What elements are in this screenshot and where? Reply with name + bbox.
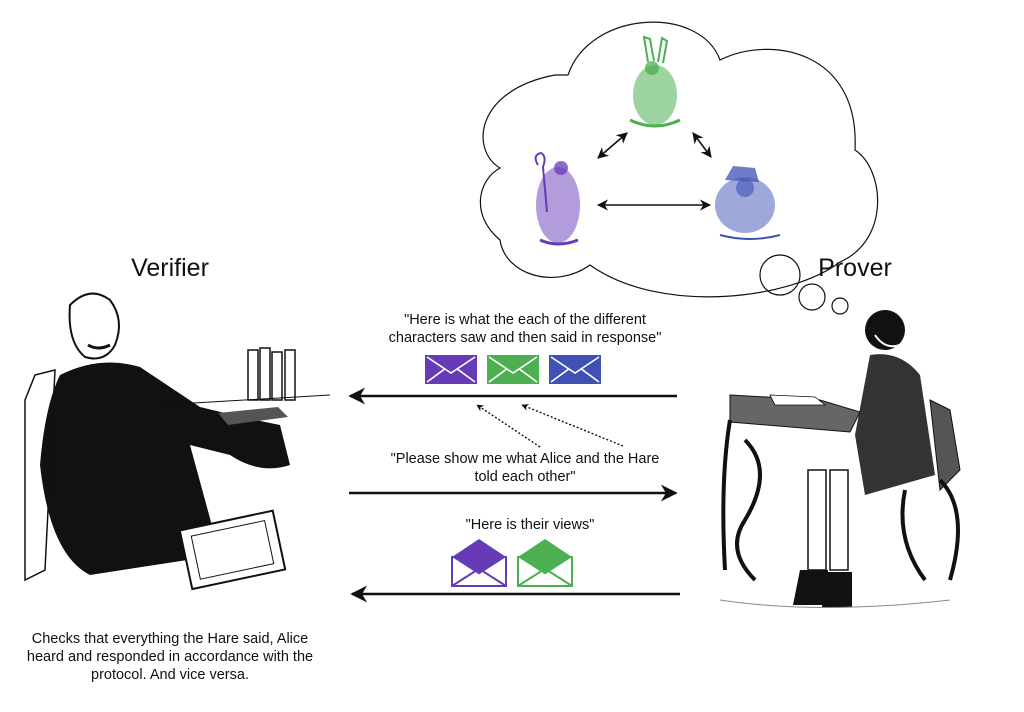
arrow-alice-rabbit bbox=[597, 132, 628, 159]
caption-line: Checks that everything the Hare said, Al… bbox=[31, 631, 309, 647]
thought-bubble-small bbox=[831, 297, 849, 315]
message-line: "Please show me what Alice and the Hare bbox=[390, 451, 660, 467]
arrow-rabbit-hatter bbox=[692, 132, 712, 158]
envelope-open-icon bbox=[517, 539, 573, 587]
dotted-arrow-hare bbox=[521, 404, 624, 447]
verifier-illustration bbox=[24, 292, 331, 591]
dotted-arrow-alice bbox=[476, 404, 541, 448]
prover-label: Prover bbox=[818, 254, 892, 282]
message-line: told each other" bbox=[474, 469, 576, 485]
envelope-closed-icon bbox=[487, 355, 539, 384]
prover-illustration bbox=[719, 310, 961, 608]
message-line: "Here is their views" bbox=[465, 517, 595, 533]
verifier-label: Verifier bbox=[131, 254, 209, 282]
caption-line: heard and responded in accordance with t… bbox=[26, 649, 314, 665]
thought-bubble-large bbox=[759, 254, 801, 296]
message-response-1: "Here is what the each of the different … bbox=[330, 311, 720, 347]
thought-cloud bbox=[479, 21, 879, 298]
verifier-caption: Checks that everything the Hare said, Al… bbox=[10, 630, 330, 684]
envelope-closed-icon bbox=[549, 355, 601, 384]
alice-illustration bbox=[534, 151, 580, 246]
message-line: characters saw and then said in response… bbox=[388, 330, 662, 346]
message-challenge: "Please show me what Alice and the Hare … bbox=[330, 450, 720, 486]
caption-line: protocol. And vice versa. bbox=[91, 667, 249, 683]
thought-bubble-medium bbox=[798, 283, 826, 311]
envelope-closed-icon bbox=[425, 355, 477, 384]
hatter-illustration bbox=[715, 166, 781, 240]
message-response-2: "Here is their views" bbox=[380, 516, 680, 534]
message-line: "Here is what the each of the different bbox=[404, 312, 646, 328]
rabbit-illustration bbox=[629, 35, 681, 128]
envelope-open-icon bbox=[451, 539, 507, 587]
